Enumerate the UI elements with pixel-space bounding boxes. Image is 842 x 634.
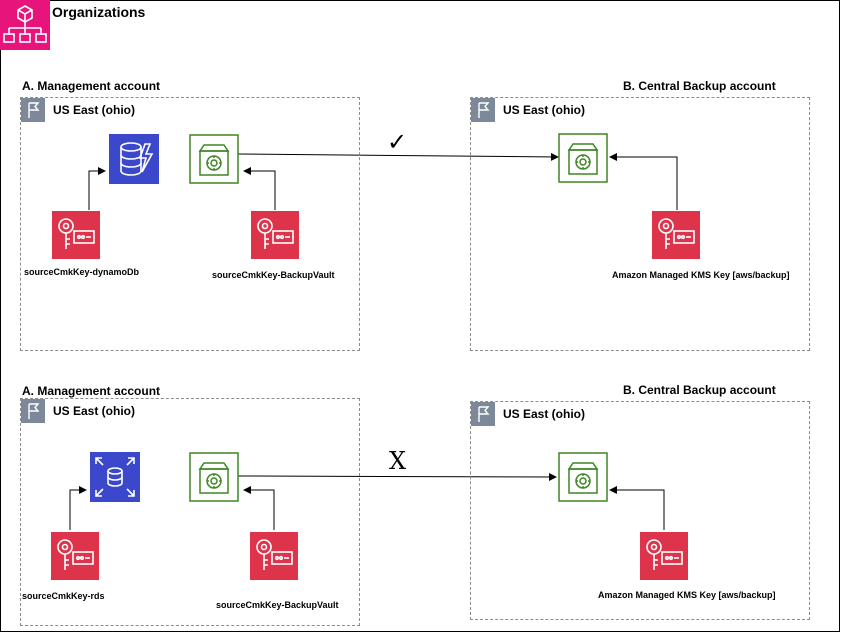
region-flag-icon — [21, 399, 45, 423]
resource-key-label: sourceCmkKey-dynamoDb — [24, 267, 140, 277]
kms-key-icon — [652, 211, 700, 259]
vault-key-label: sourceCmkKey-BackupVault — [216, 600, 339, 610]
source-region-group: US East (ohio) — [20, 398, 360, 626]
key-to-rds-arrow — [69, 486, 87, 530]
region-label: US East (ohio) — [503, 407, 586, 421]
resource-key-label: sourceCmkKey-rds — [22, 591, 105, 601]
region-label: US East (ohio) — [503, 103, 586, 117]
managed-key-label: Amazon Managed KMS Key [aws/backup] — [612, 270, 790, 280]
central-backup-account-title: B. Central Backup account — [623, 79, 776, 93]
region-flag-icon — [471, 98, 495, 122]
organization-title: Organizations — [52, 4, 146, 20]
rds-icon — [90, 452, 140, 502]
kms-key-icon — [51, 532, 99, 580]
kms-key-icon — [640, 532, 688, 580]
key-to-dynamodb-arrow — [88, 167, 106, 210]
destination-region-group: US East (ohio) — [470, 97, 810, 351]
management-account-title: A. Management account — [22, 79, 161, 93]
central-backup-account-title: B. Central Backup account — [623, 383, 776, 397]
backup-vault-icon — [189, 134, 239, 184]
copy-status-failure: X — [389, 447, 407, 475]
management-account-title: A. Management account — [22, 384, 161, 398]
managed-key-to-vault-arrow-2 — [609, 486, 665, 530]
region-flag-icon — [21, 98, 45, 122]
vault-copy-arrow-2 — [237, 472, 557, 481]
managed-key-to-vault-arrow-1 — [609, 153, 678, 210]
source-region-group: US East (ohio) — [20, 97, 360, 351]
copy-status-success: ✓ — [387, 128, 408, 156]
kms-key-icon — [251, 211, 299, 259]
backup-vault-icon — [558, 133, 608, 183]
backup-vault-icon — [189, 452, 239, 502]
region-label: US East (ohio) — [53, 404, 136, 418]
managed-key-label: Amazon Managed KMS Key [aws/backup] — [598, 590, 776, 600]
backup-vault-icon — [558, 452, 608, 502]
kms-key-icon — [250, 532, 298, 580]
destination-region-group: US East (ohio) — [470, 401, 810, 620]
dynamodb-icon — [109, 134, 159, 184]
kms-key-icon — [52, 211, 100, 259]
key-to-source-vault-arrow — [243, 167, 276, 210]
region-label: US East (ohio) — [53, 103, 136, 117]
vault-copy-arrow-1 — [237, 152, 559, 161]
key-to-source-vault-arrow-2 — [243, 486, 275, 530]
vault-key-label: sourceCmkKey-BackupVault — [212, 270, 335, 280]
organizations-icon — [0, 0, 50, 50]
region-flag-icon — [471, 402, 495, 426]
